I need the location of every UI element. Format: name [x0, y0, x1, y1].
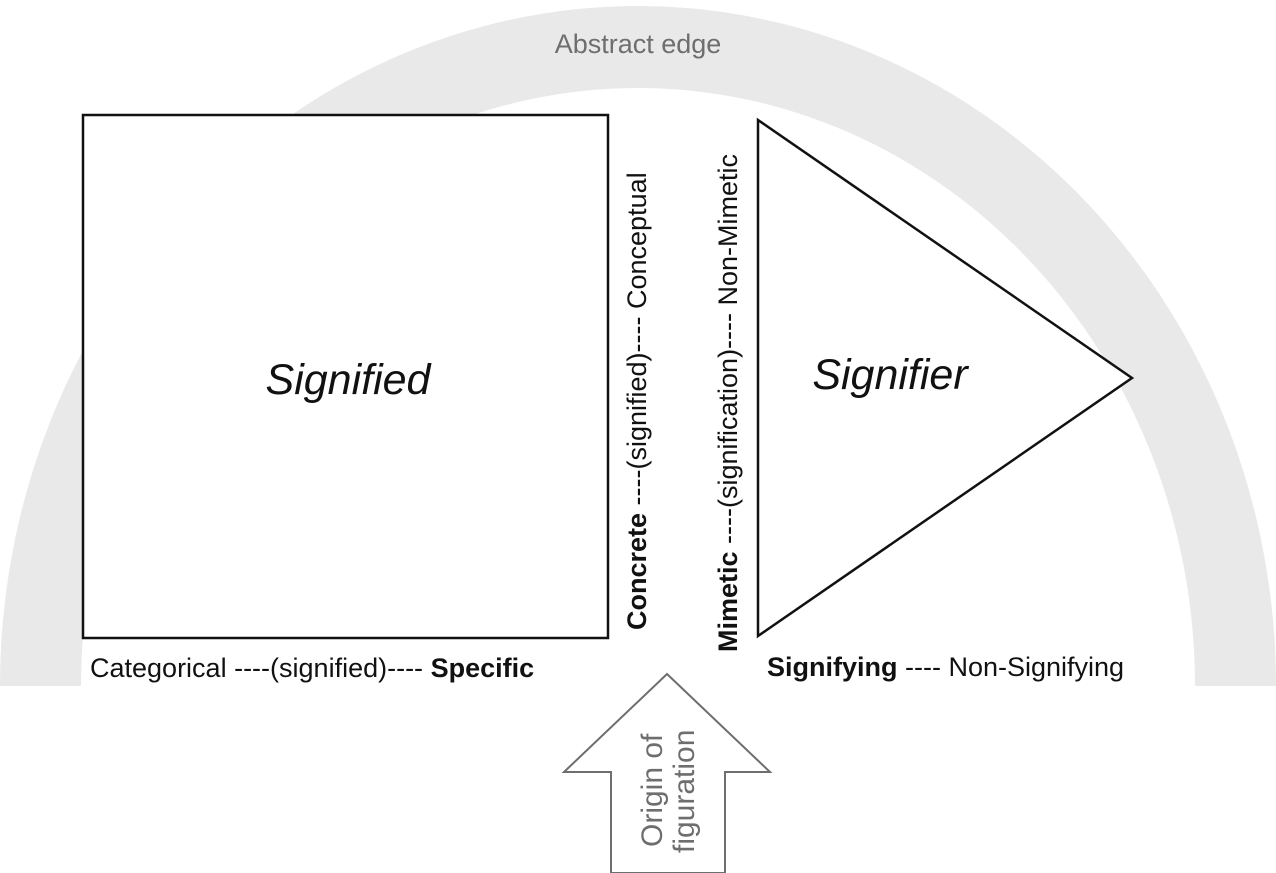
signified-box — [81, 113, 610, 640]
conceptual-term: Conceptual — [622, 172, 652, 309]
signifying-term: Signifying — [767, 652, 898, 682]
signifier-label: Signifier — [812, 351, 969, 399]
concrete-conceptual-axis: Concrete ----(signified)---- Conceptual — [622, 172, 652, 630]
signifying-nonsignifying-axis: Signifying ---- Non-Signifying — [767, 652, 1124, 682]
nonmimetic-term: Non-Mimetic — [713, 154, 743, 306]
concrete-conceptual-connector: ----(signified)---- — [622, 309, 652, 513]
nonsignifying-term: Non-Signifying — [948, 652, 1124, 682]
origin-arrow-label-line1: Origin of — [636, 733, 669, 847]
categorical-specific-connector: ----(signified)---- — [227, 653, 431, 683]
categorical-specific-axis: Categorical ----(signified)---- Specific — [90, 653, 534, 683]
signified-label: Signified — [266, 356, 433, 404]
concrete-term: Concrete — [622, 513, 652, 630]
signifying-connector: ---- — [898, 652, 949, 682]
mimetic-nonmimetic-axis: Mimetic ----(signification)---- Non-Mime… — [713, 154, 743, 652]
specific-term: Specific — [431, 653, 535, 683]
origin-arrow-icon — [561, 672, 773, 873]
categorical-term: Categorical — [90, 653, 227, 683]
origin-arrow-label-line2: figuration — [668, 730, 701, 853]
mimetic-term: Mimetic — [713, 551, 743, 652]
mimetic-nonmimetic-connector: ----(signification)---- — [713, 305, 743, 551]
signifier-triangle — [756, 117, 1135, 639]
abstract-edge-label: Abstract edge — [555, 29, 722, 59]
